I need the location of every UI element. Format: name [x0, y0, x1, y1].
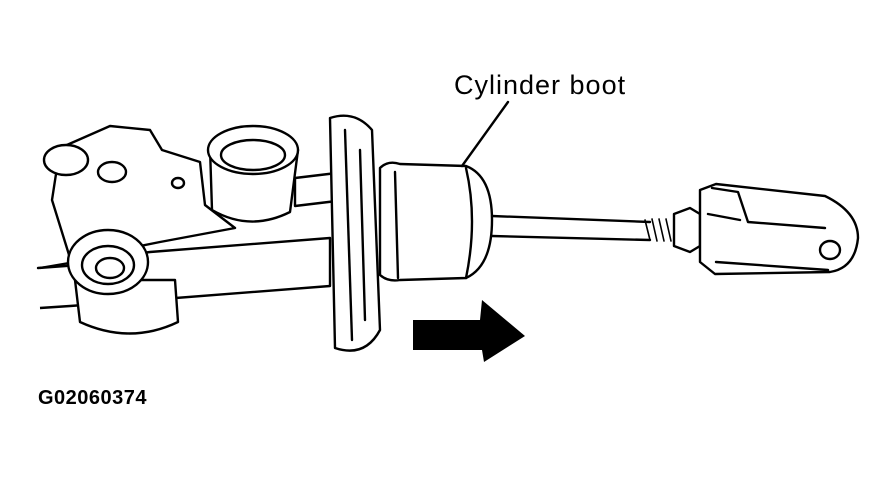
front-port: [66, 228, 180, 335]
upper-casting: [42, 124, 237, 260]
mounting-flange: [328, 114, 382, 352]
callout-leader-line: [460, 100, 510, 168]
direction-arrow: [413, 300, 525, 362]
push-rod: [490, 206, 702, 254]
cylinder-boot-label: Cylinder boot: [454, 70, 627, 100]
reservoir-port: [206, 124, 347, 223]
figure-id: G02060374: [38, 387, 148, 409]
clevis: [698, 182, 860, 276]
cylinder-boot: [378, 161, 494, 282]
